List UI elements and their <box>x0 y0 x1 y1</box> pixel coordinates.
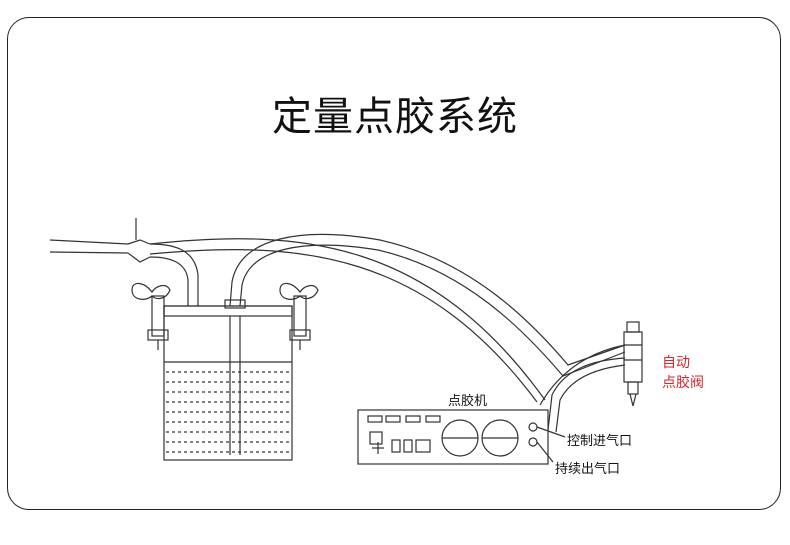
diagram-frame <box>7 17 781 510</box>
valve-label-line2: 点胶阀 <box>662 375 704 391</box>
dispenser-label: 点胶机 <box>448 394 488 409</box>
control-inlet-label: 控制进气口 <box>567 434 633 449</box>
right-clamp <box>279 282 319 350</box>
valve-label-line1: 自动 <box>662 355 690 371</box>
continuous-outlet-label: 持续出气口 <box>555 462 621 477</box>
control-air-hose <box>149 238 546 403</box>
page-title: 定量点胶系统 <box>272 94 518 140</box>
glue-hose <box>229 233 626 377</box>
dispensing-valve <box>623 321 643 407</box>
left-clamp <box>131 282 171 350</box>
dispenser-box <box>357 409 549 465</box>
air-supply-hose <box>49 218 151 263</box>
outlet-hoses <box>536 344 626 463</box>
pressure-tank <box>163 299 293 461</box>
